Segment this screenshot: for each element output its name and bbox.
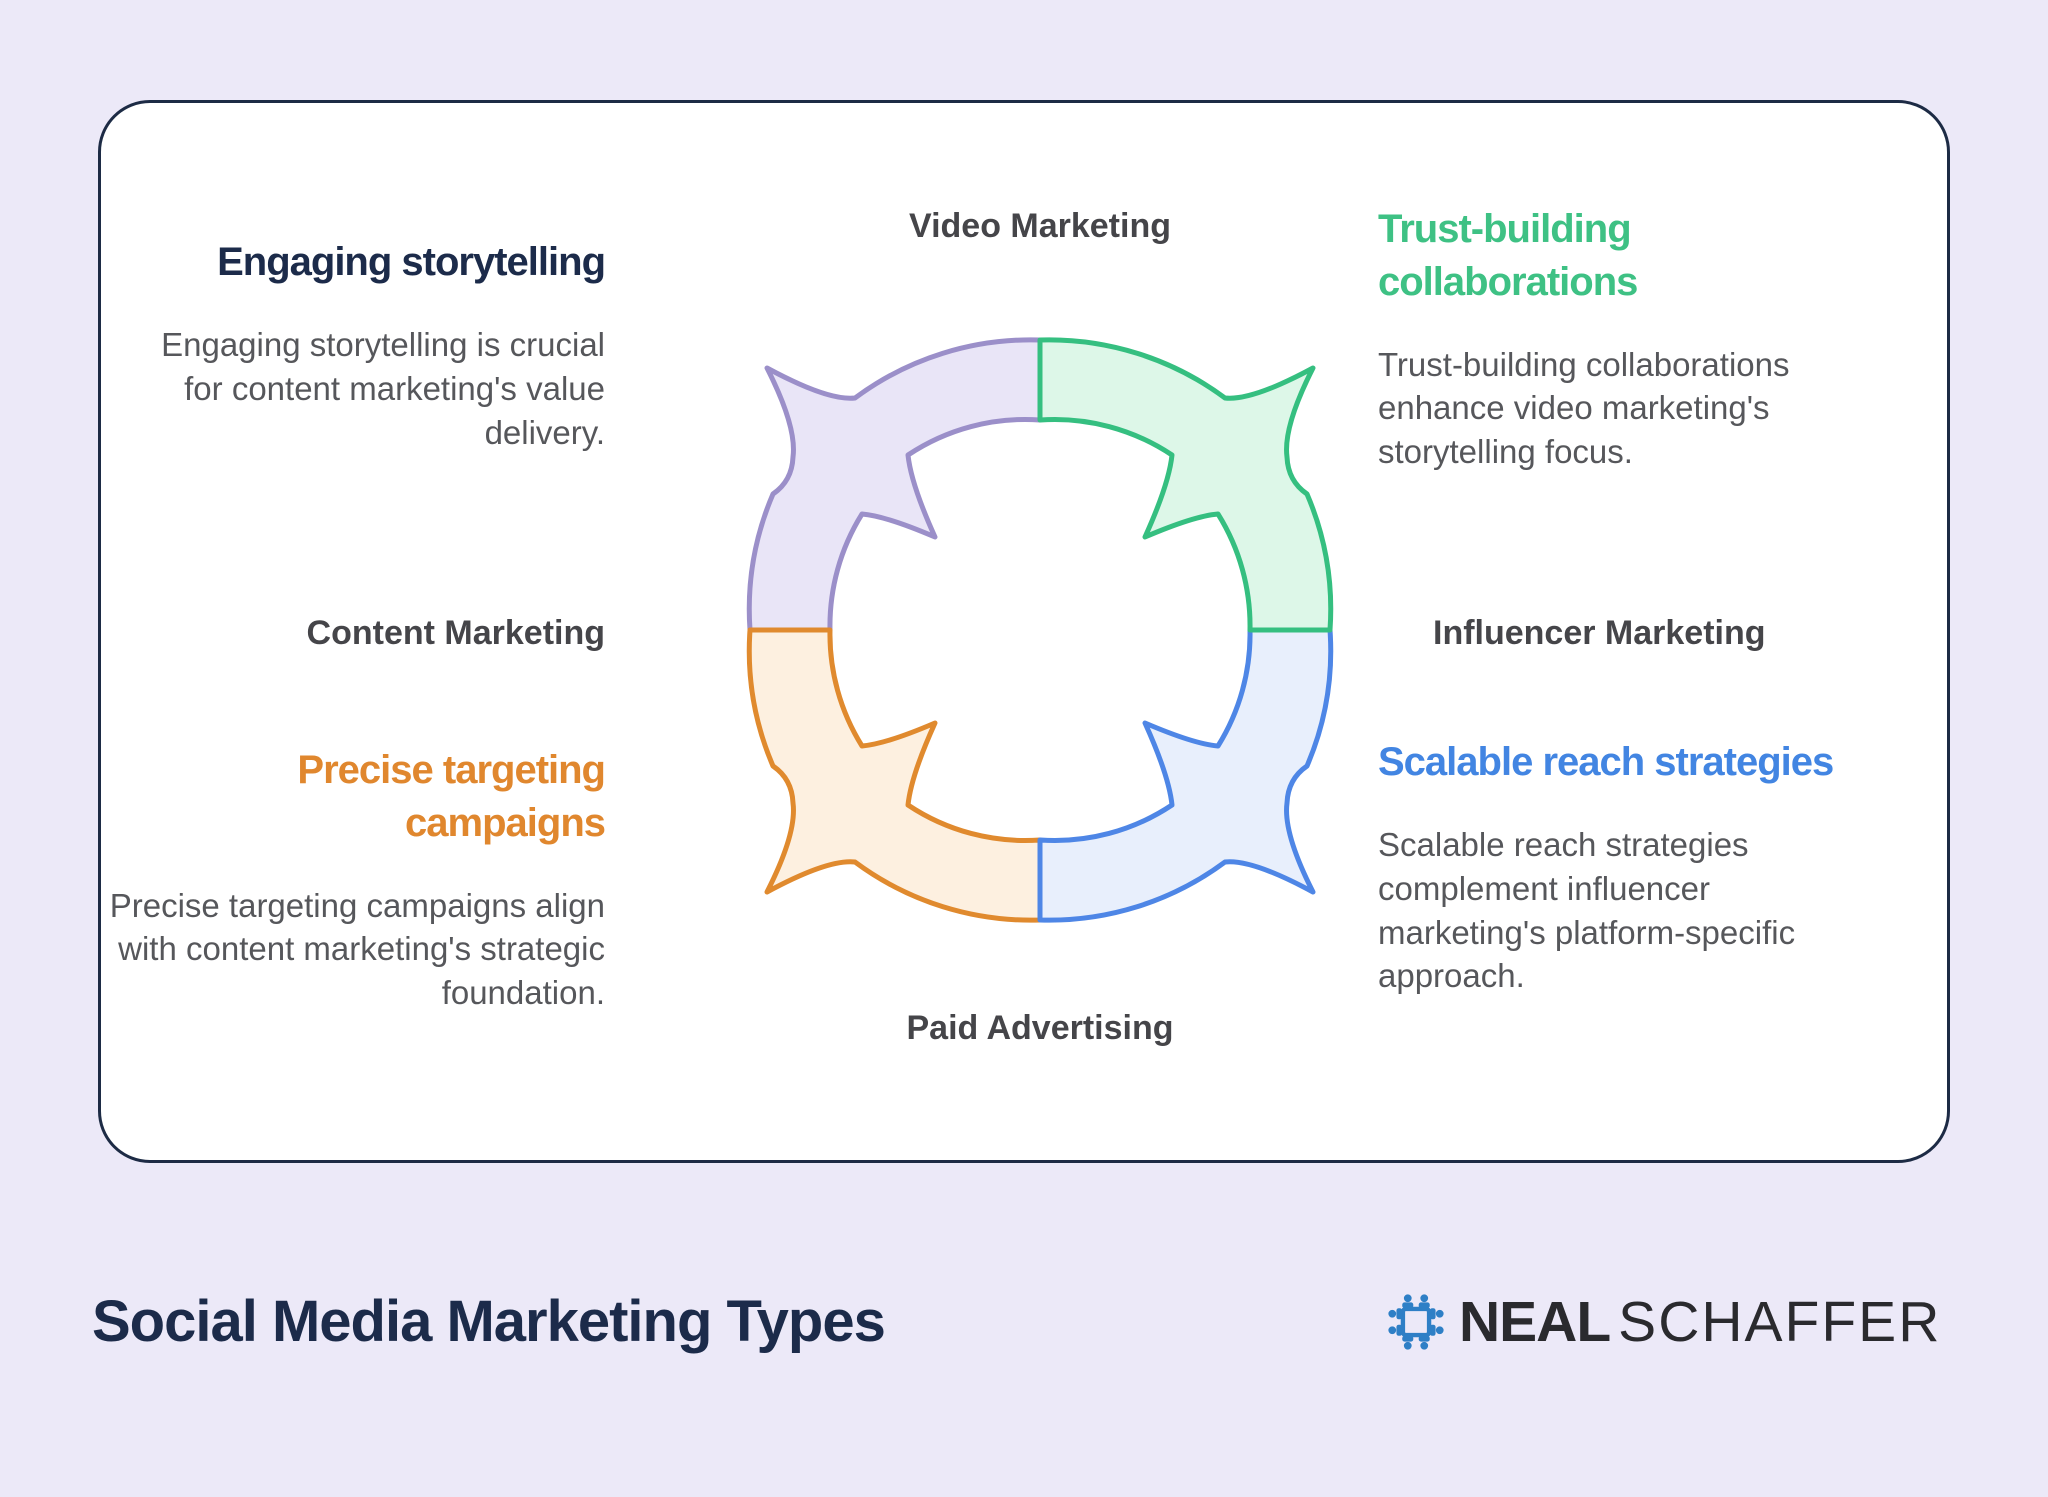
callout-engaging-storytelling: Engaging storytelling Engaging storytell… <box>135 236 606 454</box>
cycle-segment-bottom-right <box>1040 630 1331 920</box>
cycle-segment-top-right <box>1040 340 1331 630</box>
cycle-label-paid-advertising: Paid Advertising <box>906 1009 1174 1047</box>
cycle-diagram <box>640 230 1440 1030</box>
page-title: Social Media Marketing Types <box>92 1289 886 1354</box>
callout-heading: Scalable reach strategies <box>1378 740 1834 784</box>
cycle-segment-top-left <box>749 340 1040 630</box>
callout-body: Engaging storytelling is crucial for con… <box>161 325 605 451</box>
callout-trust-building-collaborations: Trust-building collaborations Trust-buil… <box>1378 203 1883 474</box>
callout-body: Trust-building collaborations enhance vi… <box>1378 345 1790 471</box>
callout-heading: Engaging storytelling <box>217 240 606 284</box>
callout-body: Scalable reach strategies complement inf… <box>1378 825 1796 995</box>
diagram-card <box>98 100 1950 1163</box>
callout-precise-targeting-campaigns: Precise targeting campaigns Precise targ… <box>100 744 606 1015</box>
cycle-label-video-marketing: Video Marketing <box>909 207 1171 245</box>
callout-body: Precise targeting campaigns align with c… <box>109 886 605 1012</box>
callout-heading: Trust-building collaborations <box>1378 207 1638 304</box>
callout-scalable-reach-strategies: Scalable reach strategies Scalable reach… <box>1378 736 1883 998</box>
brand-logo: NEAL SCHAFFER <box>1385 1290 1941 1354</box>
people-around-table-icon <box>1385 1291 1447 1353</box>
cycle-segment-bottom-left <box>749 630 1040 920</box>
brand-name-first: NEAL <box>1459 1290 1611 1354</box>
cycle-label-influencer-marketing: Influencer Marketing <box>1433 614 1766 652</box>
cycle-label-content-marketing: Content Marketing <box>306 614 605 652</box>
callout-heading: Precise targeting campaigns <box>297 748 606 845</box>
brand-name-second: SCHAFFER <box>1618 1290 1942 1354</box>
